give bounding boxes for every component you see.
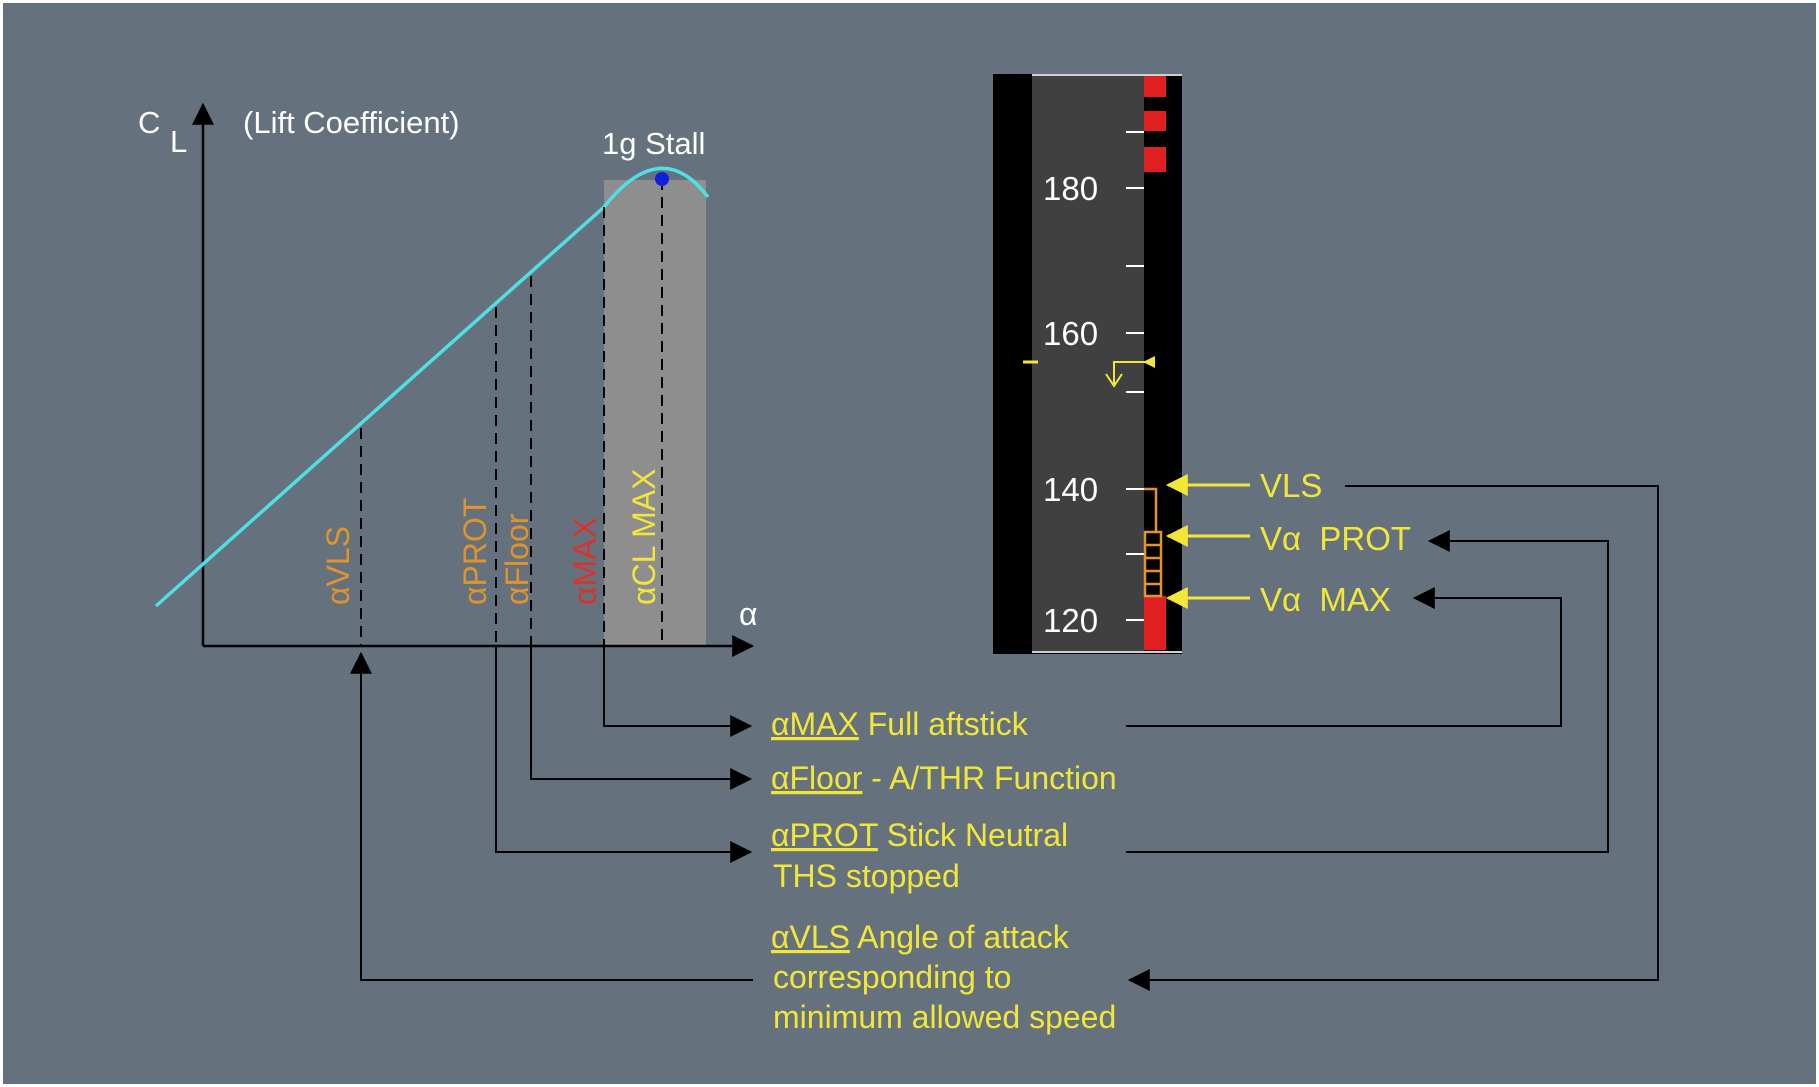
speed-label: 140 xyxy=(1043,471,1098,508)
alpha-prot-bracket xyxy=(1144,487,1158,532)
speed-tape-scale xyxy=(1032,76,1144,652)
connectors xyxy=(350,485,1659,991)
marker-label-vls: αVLS xyxy=(320,526,356,605)
y-axis-label: (Lift Coefficient) xyxy=(243,105,460,140)
note-prot-line2: THS stopped xyxy=(773,858,960,894)
speed-label: 120 xyxy=(1043,602,1098,639)
marker-label-clmax: αCL MAX xyxy=(626,469,662,605)
note-vls-line3: minimum allowed speed xyxy=(773,999,1116,1035)
note-vls-line2: corresponding to xyxy=(773,959,1011,995)
connector-note-max-to-valpha-max xyxy=(1126,587,1562,727)
connector-max xyxy=(603,646,753,737)
marker-label-max: αMAX xyxy=(567,517,603,605)
diagram-background xyxy=(3,3,1816,1084)
note-max-key: αMAX xyxy=(771,706,859,742)
speed-label: 160 xyxy=(1043,315,1098,352)
connector-vls-label-to-note xyxy=(1127,485,1659,991)
red-band-bottom xyxy=(1144,596,1166,650)
stall-label: 1g Stall xyxy=(602,126,705,161)
note-floor-key: αFloor xyxy=(771,760,863,796)
vls-label: VLS xyxy=(1260,467,1322,504)
note-max-text: Full aftstick xyxy=(859,706,1029,742)
connector-prot xyxy=(495,646,753,863)
lift-curve xyxy=(154,166,710,608)
note-max: αMAX Full aftstick xyxy=(771,706,1029,742)
valpha-prot-label: Vα PROT xyxy=(1260,520,1411,557)
red-band-top-gap-2 xyxy=(1144,131,1166,147)
note-floor-text: - A/THR Function xyxy=(862,760,1116,796)
stall-region-shade xyxy=(604,180,706,646)
note-vls-text: Angle of attack xyxy=(850,919,1070,955)
notes: αMAX Full aftstick αFloor - A/THR Functi… xyxy=(771,706,1117,1035)
speed-target-triangle xyxy=(1143,356,1155,368)
note-floor: αFloor - A/THR Function xyxy=(771,760,1117,796)
connector-floor xyxy=(530,646,753,790)
note-prot: αPROT Stick Neutral xyxy=(771,817,1068,853)
speed-tape: 180 160 140 120 VLS Vα PROT Vα MAX xyxy=(993,74,1411,654)
lift-curve-graph: 1g Stall C L (Lift Coefficient) α αVLS α… xyxy=(138,102,758,657)
connector-note-prot-to-valpha-prot xyxy=(1126,530,1609,853)
note-prot-text: Stick Neutral xyxy=(878,817,1068,853)
alpha-prot-strip xyxy=(1143,530,1163,598)
stall-point xyxy=(655,172,669,186)
speed-trend-arrow xyxy=(1105,361,1152,388)
note-prot-key: αPROT xyxy=(771,817,878,853)
x-axis-symbol: α xyxy=(739,596,758,632)
note-vls-key: αVLS xyxy=(771,919,850,955)
y-axis-subscript: L xyxy=(170,124,187,159)
note-vls: αVLS Angle of attack xyxy=(771,919,1070,955)
connector-vls xyxy=(350,651,753,981)
marker-label-prot: αPROT xyxy=(457,498,493,605)
y-axis-symbol: C xyxy=(138,105,160,140)
speed-label: 180 xyxy=(1043,170,1098,207)
marker-label-floor: αFloor xyxy=(499,513,535,605)
red-band-top xyxy=(1144,76,1166,172)
red-band-top-gap-1 xyxy=(1144,97,1166,111)
valpha-max-label: Vα MAX xyxy=(1260,581,1391,618)
